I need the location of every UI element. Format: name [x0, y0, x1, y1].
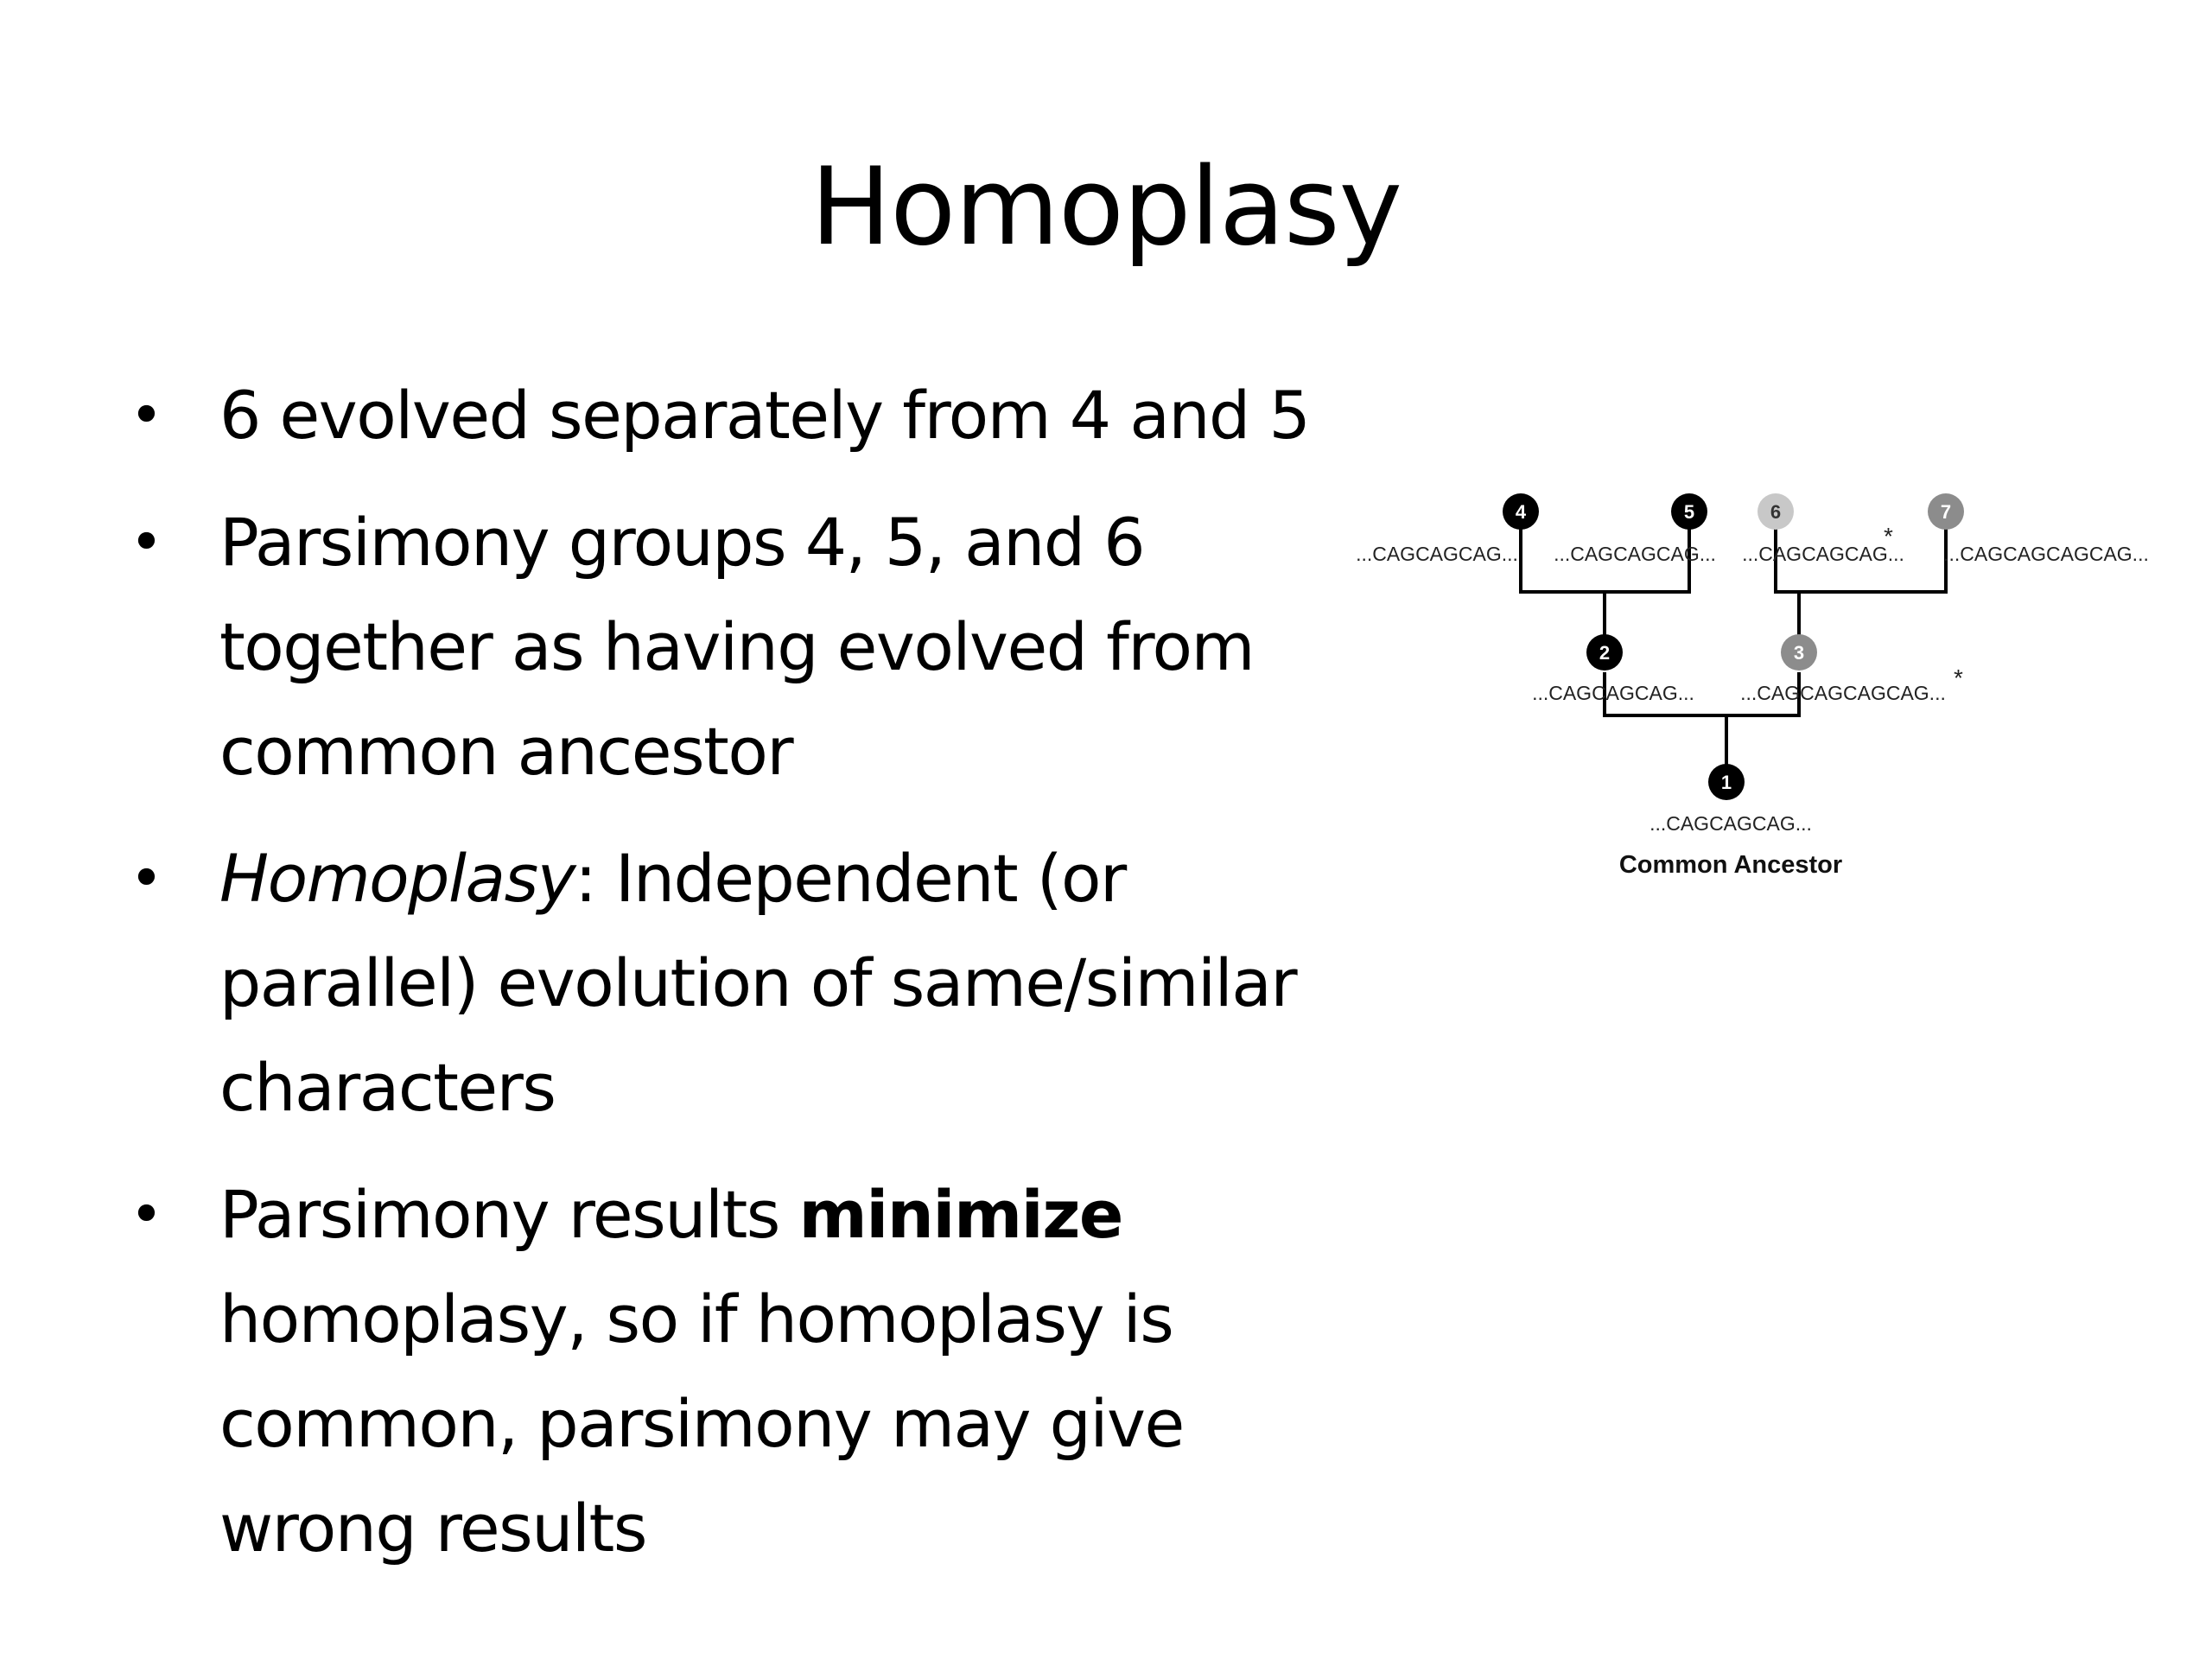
node-5: 5: [1671, 493, 1707, 530]
node-4: 4: [1503, 493, 1539, 530]
node-7: 7: [1928, 493, 1964, 530]
node-2-label: 2: [1599, 642, 1610, 664]
bullet-icon: •: [130, 382, 163, 448]
node-6: 6: [1758, 493, 1794, 530]
bullet-text-line: 6 evolved separately from 4 and 5: [219, 377, 1311, 454]
sequence-1: ...CAGCAGCAG...: [1649, 812, 1812, 835]
emphasis-minimize: minimize: [798, 1176, 1124, 1253]
sequence-7: ...CAGCAGCAGCAG...: [1943, 543, 2149, 565]
sequence-6: ...CAGCAGCAG...: [1742, 543, 1904, 565]
sequence-5: ...CAGCAGCAG...: [1554, 543, 1716, 565]
root-caption: Common Ancestor: [1619, 851, 1842, 879]
node-3-label: 3: [1794, 642, 1804, 664]
node-1: 1: [1708, 764, 1745, 800]
tree-branches: [1519, 518, 1948, 779]
bullet-icon: •: [130, 509, 163, 575]
node-3-circle: [1781, 634, 1817, 671]
bullet-item: • Parsimony results minimize homoplasy, …: [130, 1162, 1478, 1580]
branch-6-7: [1774, 518, 1948, 594]
definition-start: : Independent (or: [575, 840, 1127, 917]
slide-title: Homoplasy: [810, 145, 1402, 270]
node-5-circle: [1671, 493, 1707, 530]
bullet-text-pre: Parsimony results: [219, 1176, 799, 1253]
sequence-3-marker: *: [1954, 664, 1963, 691]
branch-2-3: [1603, 672, 1801, 717]
bullet-text-line: Parsimony groups 4, 5, and 6: [219, 504, 1146, 581]
node-1-label: 1: [1721, 772, 1732, 793]
bullet-text-line: together as having evolved from: [219, 608, 1255, 685]
node-7-circle: [1928, 493, 1964, 530]
node-2: 2: [1586, 634, 1623, 671]
bullet-text-line: common, parsimony may give: [219, 1385, 1185, 1462]
bullet-text-line: Parsimony results minimize: [219, 1162, 1478, 1267]
sequence-labels: ...CAGCAGCAG... ...CAGCAGCAG... ...CAGCA…: [1356, 523, 2149, 835]
bullet-item: • 6 evolved separately from 4 and 5: [130, 363, 1478, 467]
node-5-label: 5: [1684, 501, 1694, 523]
sequence-3: ...CAGCAGCAGCAG...: [1740, 682, 1946, 704]
bullet-item: • Homoplasy: Independent (or parallel) e…: [130, 826, 1478, 1140]
bullet-icon: •: [130, 845, 163, 912]
phylogenetic-tree-diagram: 4 5 6 7 2 3 1 ...CAGCAGCAG... ...C: [1356, 493, 2149, 879]
node-2-circle: [1586, 634, 1623, 671]
bullet-text-line: Homoplasy: Independent (or: [219, 826, 1478, 931]
bullet-icon: •: [130, 1181, 163, 1248]
bullet-list: • 6 evolved separately from 4 and 5 • Pa…: [130, 363, 1478, 1603]
sequence-2: ...CAGCAGCAG...: [1532, 682, 1694, 704]
node-7-label: 7: [1941, 501, 1951, 523]
sequence-6-marker: *: [1884, 523, 1893, 550]
bullet-text-line: characters: [219, 1049, 556, 1126]
bullet-item: • Parsimony groups 4, 5, and 6 together …: [130, 490, 1478, 804]
node-4-label: 4: [1516, 501, 1527, 523]
sequence-4: ...CAGCAGCAG...: [1356, 543, 1518, 565]
node-3: 3: [1781, 634, 1817, 671]
node-6-circle: [1758, 493, 1794, 530]
node-1-circle: [1708, 764, 1745, 800]
term-homoplasy: Homoplasy: [219, 840, 576, 917]
bullet-text-line: wrong results: [219, 1490, 647, 1567]
node-6-label: 6: [1770, 501, 1781, 523]
bullet-text-line: parallel) evolution of same/similar: [219, 944, 1298, 1021]
bullet-text-line: common ancestor: [219, 713, 794, 790]
node-4-circle: [1503, 493, 1539, 530]
bullet-text-line: homoplasy, so if homoplasy is: [219, 1281, 1174, 1357]
